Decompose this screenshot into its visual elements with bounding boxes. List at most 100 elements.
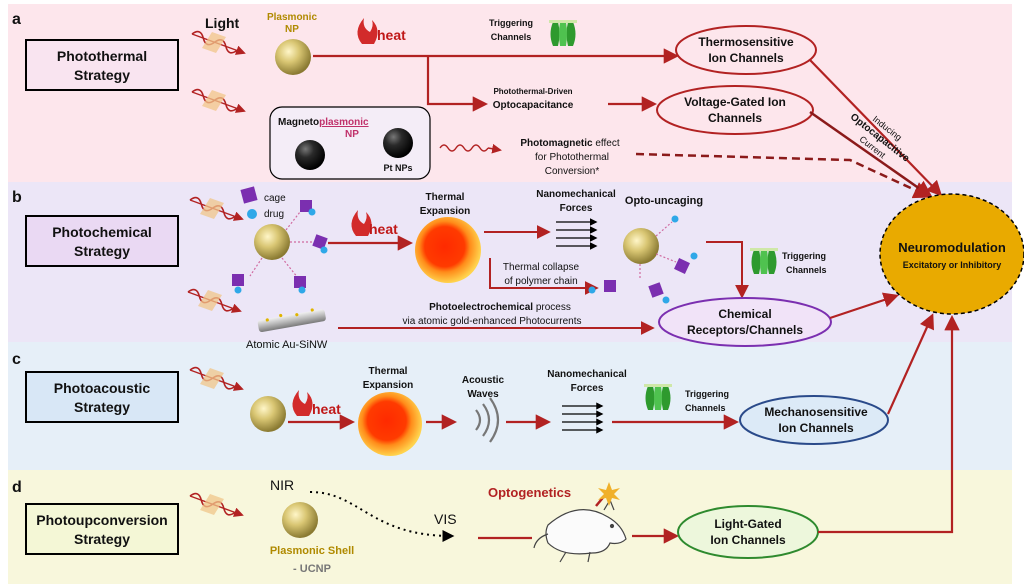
arrow	[487, 143, 502, 154]
triggering-channels-label: Triggering	[685, 389, 729, 399]
chemical-receptors-channels: Chemical Receptors/Channels	[658, 297, 832, 347]
arrow	[809, 59, 943, 197]
photoelectrochemical-label: Photoelectrochemical	[429, 302, 533, 313]
cage-icon	[674, 258, 690, 274]
neuromodulation-subtitle: Excitatory or Inhibitory	[903, 260, 1002, 270]
magneto-label: Magneto	[278, 117, 319, 128]
panel-d-letter: d	[12, 479, 22, 496]
triggering-channels-label: Triggering	[782, 251, 826, 261]
strategy-label: Photoupconversion	[36, 512, 167, 528]
light-label: Light	[205, 15, 240, 31]
photoelectrochemical-label: process	[533, 302, 571, 313]
thermal-expansion-fireball	[415, 217, 481, 283]
cage-icon	[648, 282, 664, 298]
plasmonic-nanoparticle	[275, 39, 311, 75]
atomic-au-sinw-label: Atomic Au-SiNW	[246, 339, 328, 351]
heat-flame-icon	[351, 210, 372, 236]
opto-uncaging-label: Opto-uncaging	[625, 195, 703, 207]
photomagnetic-label: Conversion*	[545, 166, 600, 177]
optocapacitance-label: Optocapacitance	[493, 100, 574, 111]
nanomechanical-forces-label: Forces	[571, 383, 604, 394]
light-burst-icon	[598, 482, 620, 506]
nanomechanical-forces-label: Nanomechanical	[547, 369, 627, 380]
ion-channel-icon	[644, 384, 672, 410]
panel-c-letter: c	[12, 351, 21, 368]
gold-nanoparticle	[250, 396, 286, 432]
arrow	[886, 313, 934, 415]
photomagnetic-label: for Photothermal	[535, 152, 609, 163]
thermal-expansion-label: Thermal	[426, 192, 465, 203]
channel-label: Mechanosensitive	[764, 405, 868, 419]
cage-icon	[604, 280, 616, 292]
svg-text:Magnetoplasmonic: Magnetoplasmonic	[278, 117, 369, 128]
photoupconversion-strategy-box: Photoupconversion Strategy	[25, 503, 179, 555]
magnetoplasmonic-nanoparticle	[295, 140, 325, 170]
voltage-gated-ion-channels: Voltage-Gated Ion Channels	[656, 85, 814, 135]
triggering-channels-label: Channels	[685, 403, 726, 413]
triggering-channels-label: Triggering	[489, 18, 533, 28]
plasmonic-np-label: Plasmonic	[267, 12, 317, 23]
magnetoplasmonic-box: Magnetoplasmonic NP Pt NPs	[269, 106, 431, 180]
triggering-channels-label: Channels	[491, 32, 532, 42]
cage-label: cage	[264, 193, 286, 204]
strategy-label: Strategy	[74, 67, 130, 83]
channel-label: Ion Channels	[778, 421, 854, 435]
channel-label: Thermosensitive	[698, 35, 794, 49]
heat-label: heat	[377, 27, 406, 43]
thermal-expansion-label: Expansion	[363, 380, 414, 391]
cage-icon	[300, 200, 312, 212]
panel-a-letter: a	[12, 11, 21, 28]
force-arrows-icon	[562, 402, 604, 434]
channel-label: Chemical	[718, 307, 771, 321]
pt-nps-label: Pt NPs	[383, 163, 412, 173]
cage-icon	[294, 276, 306, 288]
strategy-label: Strategy	[74, 243, 130, 259]
photoelectrochemical-label: via atomic gold-enhanced Photocurrents	[403, 316, 582, 327]
thermal-expansion-fireball	[358, 392, 422, 456]
photomagnetic-label: effect	[593, 138, 620, 149]
arrow	[818, 314, 960, 534]
thermal-expansion-label: Expansion	[420, 206, 471, 217]
channel-label: Ion Channels	[710, 533, 786, 547]
heat-label: heat	[312, 401, 341, 417]
strategy-label: Photothermal	[57, 48, 147, 64]
ion-channel-icon	[549, 20, 577, 46]
arrow	[829, 292, 899, 320]
ion-channel-icon	[750, 248, 778, 274]
cage-icon	[312, 234, 328, 250]
vis-label: VIS	[434, 511, 457, 527]
gold-nanoparticle	[254, 224, 290, 260]
nir-label: NIR	[270, 477, 294, 493]
ucnp-label: - UCNP	[293, 563, 331, 575]
plasmonic-shell-label: Plasmonic Shell	[270, 545, 354, 557]
heat-flame-icon	[357, 18, 378, 44]
photomagnetic-wave-icon	[439, 144, 489, 152]
photothermal-driven-label: Photothermal-Driven	[493, 87, 572, 96]
au-sinw-rod-icon	[257, 308, 326, 333]
neuromodulation-node: Neuromodulation Excitatory or Inhibitory	[879, 193, 1024, 315]
photomagnetic-label: Photomagnetic	[520, 138, 593, 149]
panel-b-letter: b	[12, 189, 22, 206]
drug-label: drug	[264, 209, 284, 220]
drug-icon	[247, 209, 257, 219]
strategy-label: Photoacoustic	[54, 380, 151, 396]
gold-nanoparticle	[623, 228, 659, 264]
nanomechanical-forces-label: Forces	[560, 203, 593, 214]
strategy-label: Strategy	[74, 399, 130, 415]
channel-label: Receptors/Channels	[687, 323, 803, 337]
heat-label: heat	[369, 221, 398, 237]
force-arrows-icon	[556, 218, 598, 250]
acoustic-waves-label: Acoustic	[462, 375, 505, 386]
thermal-collapse-label: Thermal collapse	[503, 262, 580, 273]
acoustic-waves-label: Waves	[467, 389, 499, 400]
nanomechanical-forces-label: Nanomechanical	[536, 189, 616, 200]
pt-nanoparticle	[383, 128, 413, 158]
neuromodulation-title: Neuromodulation	[898, 240, 1006, 255]
magneto-np-label: NP	[345, 129, 359, 140]
magneto-label: plasmonic	[319, 117, 369, 128]
dashed-arrow	[635, 152, 932, 199]
heat-flame-icon	[292, 390, 313, 416]
arrow	[809, 110, 933, 199]
svg-text:Photomagnetic effect: Photomagnetic effect	[520, 138, 620, 149]
